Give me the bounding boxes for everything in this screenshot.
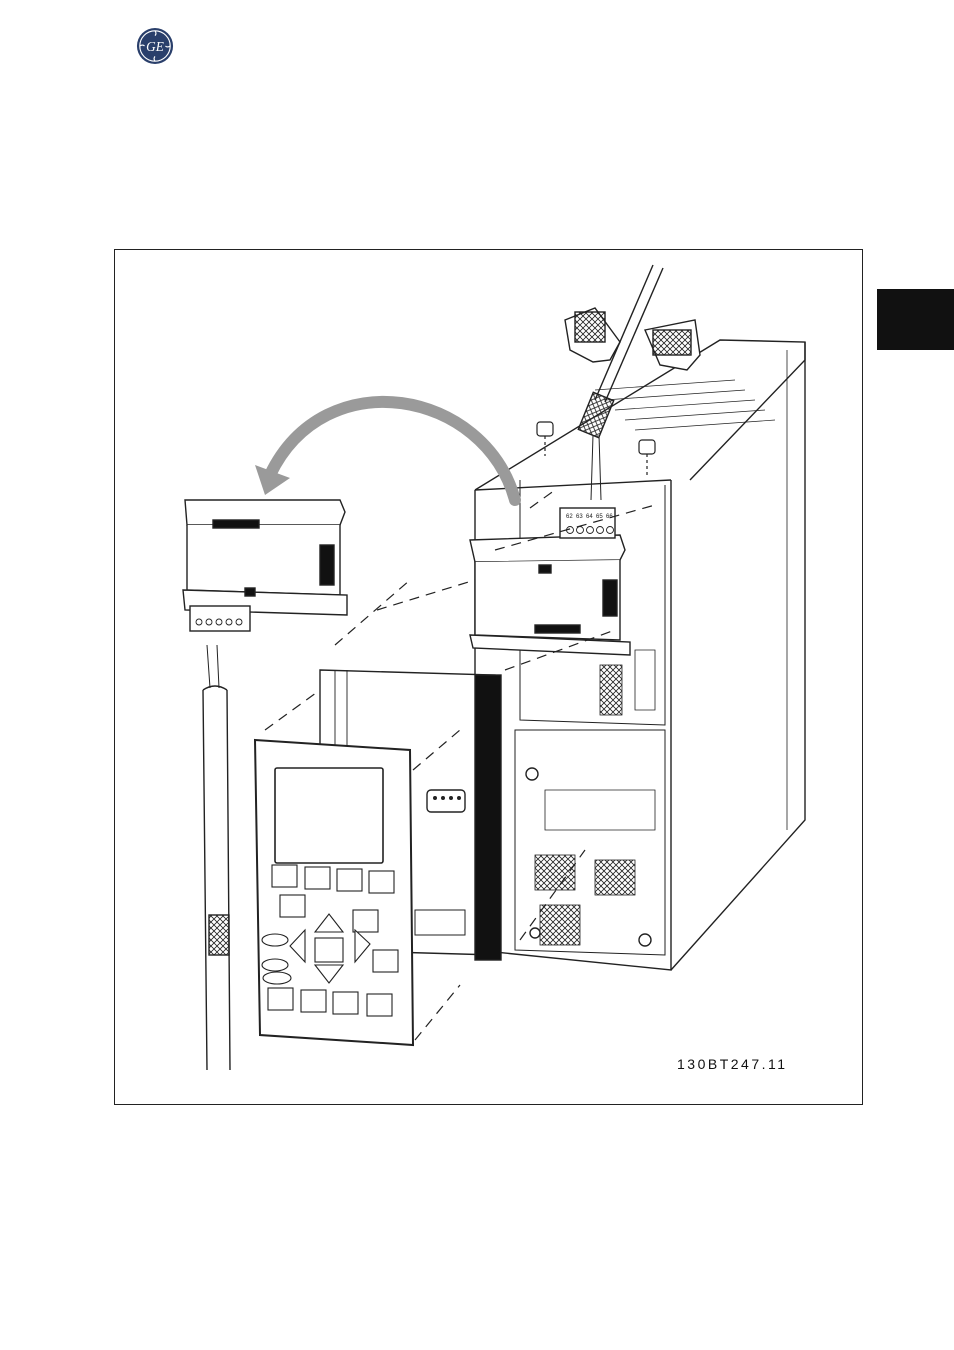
lcp-keypad	[255, 740, 413, 1045]
figure-frame: 62 63 64 65 66	[114, 249, 863, 1105]
removal-arrow-icon	[255, 402, 515, 500]
drive-unit	[475, 340, 805, 970]
figure-code: 130BT247.11	[677, 1056, 788, 1072]
terminal-label-63: 63	[576, 514, 583, 520]
terminal-label-62: 62	[566, 514, 573, 520]
installation-diagram: 62 63 64 65 66	[115, 250, 862, 1104]
terminal-label-65: 65	[596, 514, 603, 520]
logo-text: GE	[146, 39, 164, 54]
terminal-label-64: 64	[586, 514, 593, 520]
section-tab-marker	[877, 289, 954, 350]
side-fieldbus-cable	[203, 645, 230, 1070]
ge-logo-icon: GE	[136, 27, 174, 65]
removed-option-module	[183, 500, 347, 631]
